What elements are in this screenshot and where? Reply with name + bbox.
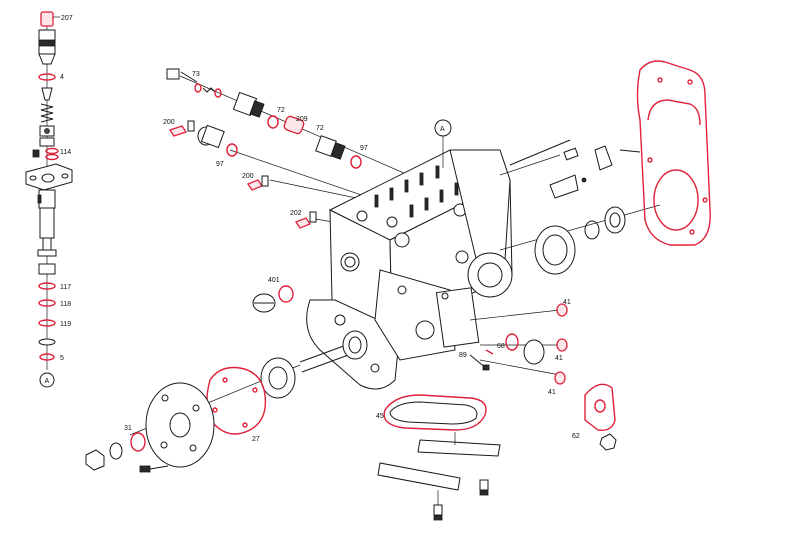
label-62: 62	[572, 433, 580, 440]
label-68: 68	[497, 343, 505, 350]
plug-41a	[556, 303, 568, 317]
drive-hub	[145, 382, 215, 468]
callout-a-center-text: A	[440, 126, 445, 133]
label-97a: 97	[360, 145, 368, 152]
drive-end: 401 27 31	[85, 277, 301, 473]
plunger-barrel	[39, 207, 55, 239]
label-114: 114	[60, 149, 71, 156]
gasket-62	[584, 383, 616, 431]
label-401: 401	[268, 277, 280, 284]
seal-68	[505, 333, 519, 351]
pump-housing	[299, 149, 513, 390]
label-27: 27	[252, 436, 260, 443]
governor-cover	[449, 149, 511, 276]
seal-119	[38, 319, 56, 327]
governor-linkage	[499, 139, 641, 199]
bearing	[534, 225, 576, 275]
banjo-200b	[247, 179, 263, 191]
drive-bearing	[260, 357, 296, 399]
banjo-200a	[168, 125, 188, 137]
cover-gasket	[636, 60, 711, 246]
label-72b: 72	[316, 125, 324, 132]
label-200b: 200	[242, 173, 254, 180]
bracket-upper	[417, 439, 501, 457]
linkage-lever	[594, 145, 613, 171]
side-plate	[374, 269, 456, 361]
bore-401	[340, 252, 360, 272]
plug-41b	[556, 338, 568, 352]
label-200a: 200	[163, 119, 175, 126]
valve-cone	[41, 87, 53, 101]
valve-spring	[40, 103, 54, 123]
label-209: 209	[296, 116, 308, 123]
label-97b: 97	[216, 161, 224, 168]
rear-cover-assembly	[499, 60, 711, 275]
delivery-valve-stack: 207 4 114 117 118 11	[25, 11, 73, 388]
label-89: 89	[459, 352, 467, 359]
label-118: 118	[60, 301, 71, 308]
label-31: 31	[124, 425, 132, 432]
nut-rear	[604, 206, 626, 234]
small-parts: 41 41 41 68 89 62 45	[376, 299, 617, 521]
flange-gasket-27	[206, 366, 267, 435]
seal-31	[130, 432, 146, 452]
seal-117	[38, 282, 56, 290]
o-ring-4	[38, 73, 56, 81]
label-202: 202	[290, 210, 302, 217]
label-41a: 41	[563, 299, 571, 306]
label-117: 117	[60, 284, 71, 291]
banjo-202	[295, 217, 311, 229]
bleed-screw-73	[166, 68, 180, 80]
label-72a: 72	[277, 107, 285, 114]
seal-118	[38, 299, 56, 307]
drive-shaft	[342, 330, 368, 360]
callout-a-left-text: A	[45, 378, 50, 385]
label-5: 5	[60, 355, 64, 362]
sleeve-209	[283, 115, 305, 135]
cap-207	[40, 11, 54, 27]
label-45: 45	[376, 413, 384, 420]
cover-seal-45	[383, 394, 487, 431]
callout-a-center	[434, 119, 452, 137]
washer-114b	[45, 153, 59, 161]
label-119: 119	[60, 321, 71, 328]
washer-114a	[45, 147, 59, 155]
hub-nut	[85, 449, 105, 471]
bracket-lower	[377, 462, 461, 491]
label-41c: 41	[548, 389, 556, 396]
plug-41c	[554, 371, 566, 385]
label-4: 4	[60, 74, 64, 81]
label-41b: 41	[555, 355, 563, 362]
label-73: 73	[192, 71, 200, 78]
ring-5	[39, 353, 55, 361]
nut-62	[599, 433, 617, 451]
label-207: 207	[61, 15, 73, 22]
callout-a-left	[39, 372, 55, 388]
